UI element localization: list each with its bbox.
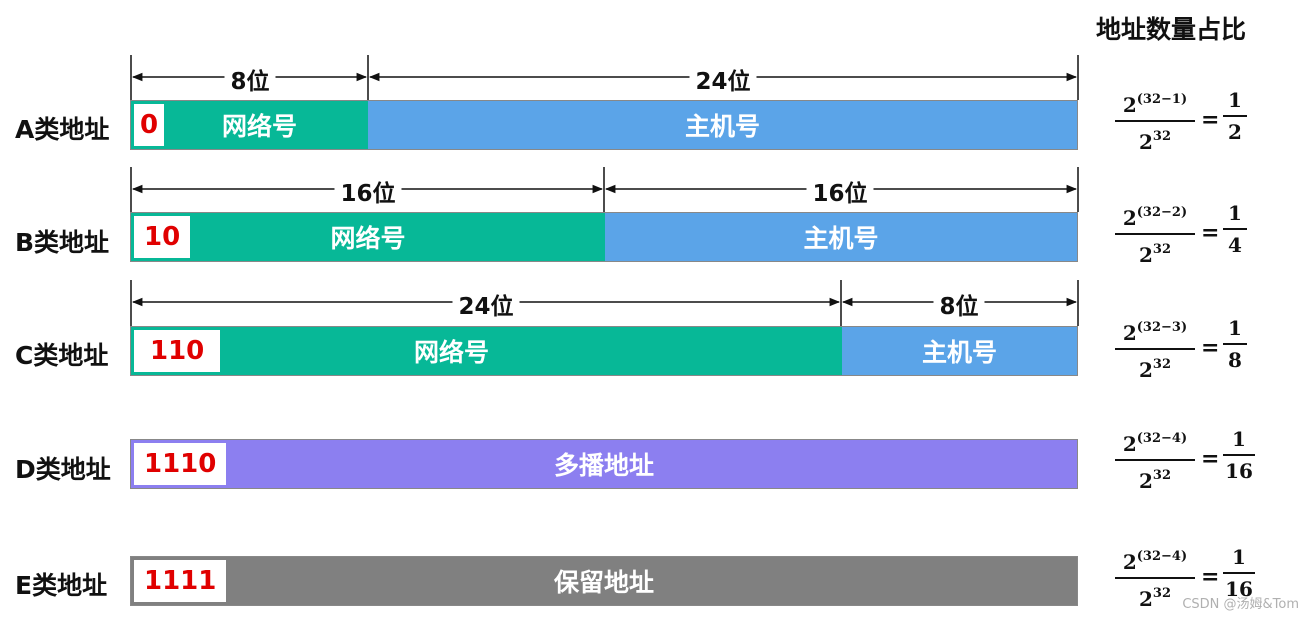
formula-b-denominator: 232 [1138,242,1171,267]
segment-host-b: 主机号 [605,213,1077,261]
prefix-bits-a: 0 [134,104,165,146]
formula-c-denominator: 232 [1138,357,1171,382]
formula-e-equals: = [1201,564,1220,590]
formula-c-left-fraction: 2(32−3) 232 [1115,316,1195,382]
address-bar-c: 110 网络号 主机号 [130,326,1078,376]
formula-e: 2(32−4) 232 = 1 16 [1115,545,1265,615]
dim-label-a-host: 24位 [689,62,757,96]
row-label-c: C类地址 [15,341,109,370]
formula-a-equals: = [1201,107,1220,133]
address-bar-b: 10 网络号 主机号 [130,212,1078,262]
formula-c-equals: = [1201,335,1220,361]
segment-network-label-a: 网络号 [221,112,297,141]
formula-e-denominator: 232 [1138,586,1171,611]
watermark: CSDN @汤姆&Tom [1182,597,1299,612]
formula-a-left-fraction: 2(32−1) 232 [1115,88,1195,154]
formula-a-result: 1 2 [1223,88,1247,144]
prefix-bits-d: 1110 [134,443,227,485]
formula-b-numerator: 2(32−2) [1122,205,1188,230]
formula-d-numerator: 2(32−4) [1122,431,1188,456]
dim-label-b-host: 16位 [806,174,874,208]
formula-d-result: 1 16 [1223,427,1255,483]
prefix-bits-e: 1111 [134,560,227,602]
formula-d: 2(32−4) 232 = 1 16 [1115,427,1265,497]
dim-label-c-network: 24位 [452,287,520,321]
formula-a: 2(32−1) 232 = 1 2 [1115,88,1265,158]
formula-b-result: 1 4 [1223,201,1247,257]
header-title: 地址数量占比 [1096,15,1247,44]
prefix-bits-b: 10 [134,216,191,258]
segment-reserved-label-e: 保留地址 [553,568,654,597]
segment-network-label-c: 网络号 [413,338,489,367]
segment-host-label-c: 主机号 [921,338,997,367]
segment-multicast-label-d: 多播地址 [553,451,654,480]
row-label-d: D类地址 [15,455,111,484]
segment-host-c: 主机号 [842,327,1077,375]
formula-a-denominator: 232 [1138,129,1171,154]
formula-e-result: 1 16 [1223,545,1255,601]
formula-b: 2(32−2) 232 = 1 4 [1115,201,1265,271]
row-label-e: E类地址 [15,571,108,600]
formula-b-left-fraction: 2(32−2) 232 [1115,201,1195,267]
address-bar-a: 0 网络号 主机号 [130,100,1078,150]
segment-network-label-b: 网络号 [330,224,406,253]
address-bar-d: 1110 多播地址 [130,439,1078,489]
dim-label-a-network: 8位 [224,62,276,96]
address-bar-e: 1111 保留地址 [130,556,1078,606]
segment-network-a: 0 网络号 [131,101,368,149]
formula-e-left-fraction: 2(32−4) 232 [1115,545,1195,611]
segment-host-label-b: 主机号 [803,224,879,253]
dim-label-c-host: 8位 [933,287,985,321]
formula-a-numerator: 2(32−1) [1122,92,1188,117]
segment-multicast-d: 1110 多播地址 [131,440,1077,488]
segment-host-a: 主机号 [368,101,1077,149]
dim-label-b-network: 16位 [334,174,402,208]
formula-b-equals: = [1201,220,1220,246]
segment-reserved-e: 1111 保留地址 [131,557,1077,605]
formula-c-numerator: 2(32−3) [1122,320,1188,345]
row-label-a: A类地址 [15,115,110,144]
formula-d-left-fraction: 2(32−4) 232 [1115,427,1195,493]
formula-e-numerator: 2(32−4) [1122,549,1188,574]
prefix-bits-c: 110 [134,330,221,372]
segment-network-c: 110 网络号 [131,327,842,375]
formula-d-denominator: 232 [1138,468,1171,493]
formula-c-result: 1 8 [1223,316,1247,372]
segment-host-label-a: 主机号 [684,112,760,141]
formula-d-equals: = [1201,446,1220,472]
formula-c: 2(32−3) 232 = 1 8 [1115,316,1265,386]
segment-network-b: 10 网络号 [131,213,605,261]
row-label-b: B类地址 [15,228,110,257]
